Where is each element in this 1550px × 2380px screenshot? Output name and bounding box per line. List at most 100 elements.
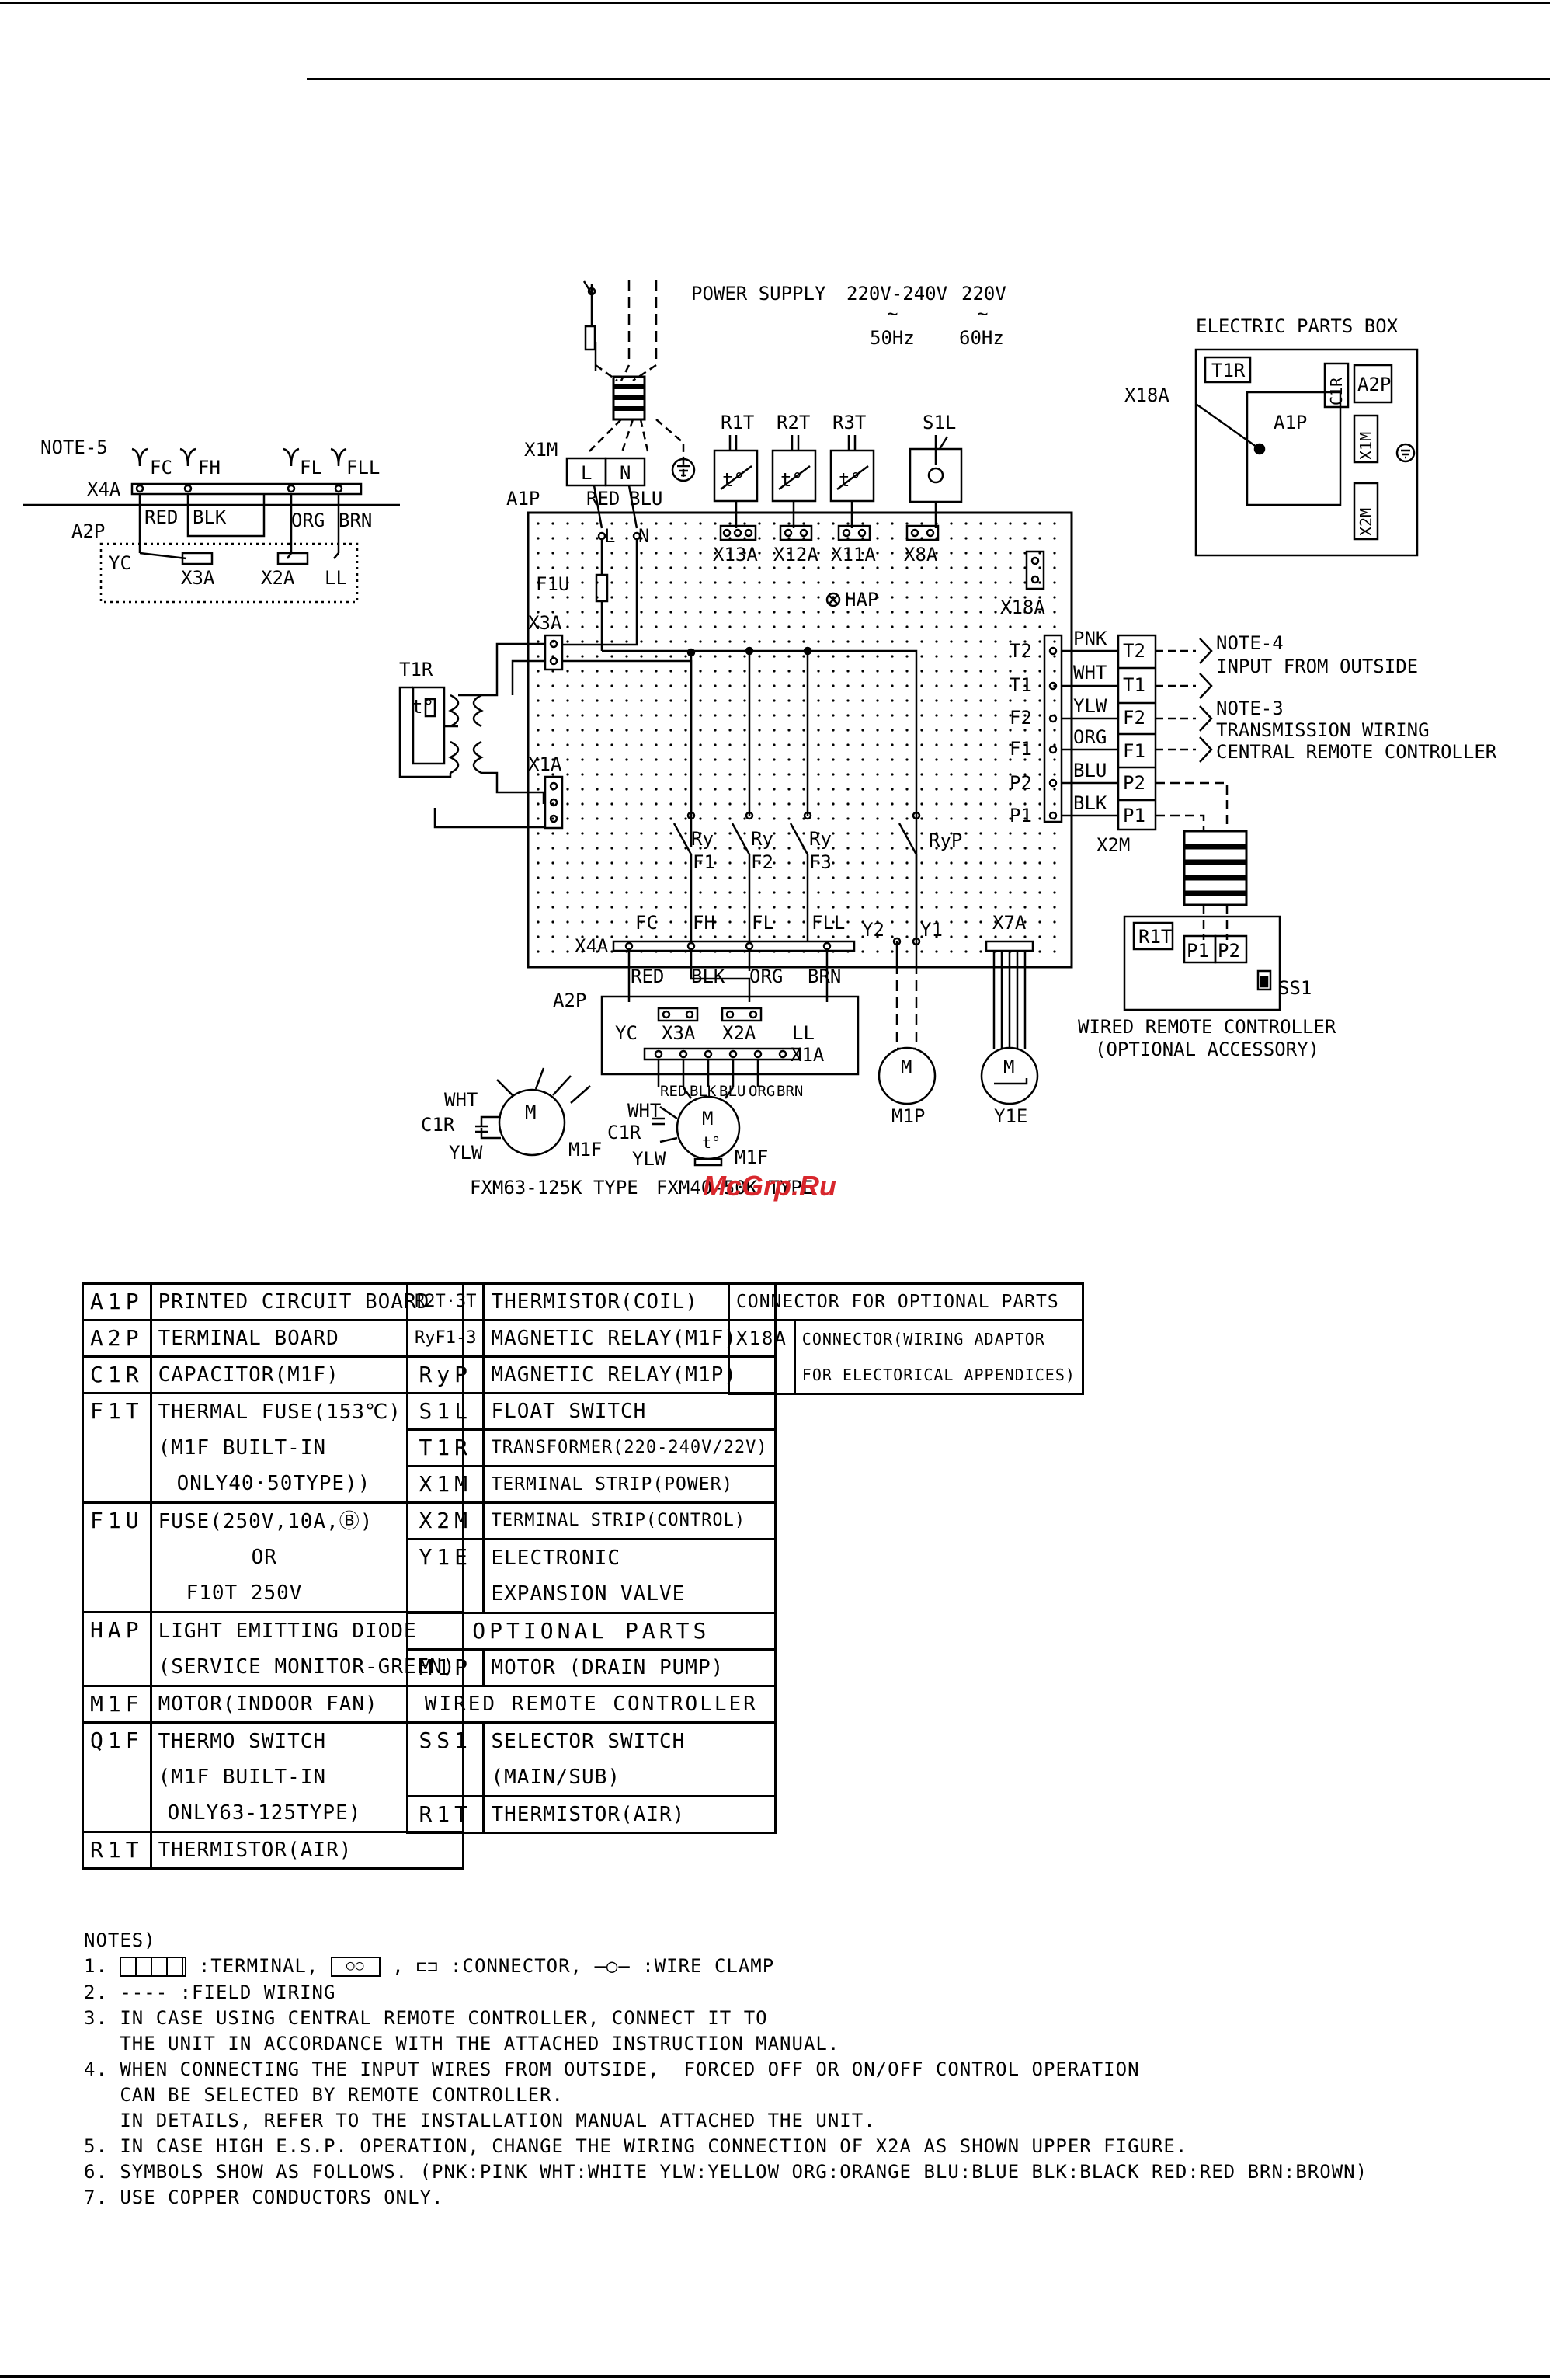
legend-desc: THERMISTOR(AIR) [482,1795,777,1834]
s1l-label: S1L [923,412,956,433]
r2t-label: R2T [777,412,810,433]
r1t-label: R1T [721,412,754,433]
epb-c1r: C1R [1327,377,1346,405]
note5-org: ORG [291,510,325,531]
note3-desc-1: TRANSMISSION WIRING [1216,719,1430,741]
epb-t1r: T1R [1211,360,1246,381]
mini-org: ORG [749,1083,775,1100]
ps-voltage-label: 220V-240V [846,283,947,304]
note-4-line-2: CAN BE SELECTED BY REMOTE CONTROLLER. [84,2084,564,2106]
legend-code: SS1 [405,1721,485,1797]
ps-voltage-60-label: 220V [961,283,1006,304]
ryf3-label: F3 [809,851,832,873]
x2m-t1: T1 [1123,674,1145,696]
x13a-label: X13A [713,544,758,565]
m1f-63-ylw: YLW [449,1142,483,1164]
x2m-f2: F2 [1123,707,1145,729]
legend-code: R1T [82,1831,152,1870]
note-6: 6. SYMBOLS SHOW AS FOLLOWS. (PNK:PINK WH… [84,2161,1368,2183]
note5-yc: YC [109,552,131,574]
earth-symbol [671,458,696,482]
m1f-40-label: M1F [735,1147,768,1168]
note-7: 7. USE COPPER CONDUCTORS ONLY. [84,2187,444,2208]
x8a-label: X8A [904,544,938,565]
wired-remote-controller [1123,915,1281,1011]
wrc-r1t-label: R1T [1138,926,1172,948]
note-5: 5. IN CASE HIGH E.S.P. OPERATION, CHANGE… [84,2135,1188,2157]
ps-freq-50-label: 50Hz [870,327,915,349]
legend-desc: TRANSFORMER(220-240V/22V) [482,1428,777,1467]
wire-blk: BLK [1073,792,1107,814]
note5-blk: BLK [193,506,227,528]
epb-a2p: A2P [1357,374,1391,395]
ryf1-contact [672,823,693,941]
legend-code: RyP [405,1355,485,1394]
legend-code: M1P [405,1648,485,1687]
note3-label: NOTE-3 [1216,698,1284,719]
x1m-n-label: N [620,462,631,484]
a2p-x1a: X1A [791,1044,825,1066]
note-4-line-1: 4. WHEN CONNECTING THE INPUT WIRES FROM … [84,2058,1140,2080]
x1m-n [604,457,646,487]
a2p-x2a: X2A [722,1022,756,1044]
x2m-f1: F1 [1123,740,1145,762]
mini-brn: BRN [777,1083,803,1100]
bottom-border [0,2375,1550,2378]
a2p-brn: BRN [808,966,841,987]
ryf3-ry: Ry [809,828,832,850]
pcb-t1: T1 [1010,674,1032,696]
legend-code: M1F [82,1685,152,1724]
wire-wht: WHT [1073,662,1107,684]
f1u-label: F1U [536,573,569,595]
hap-label: HAP [845,589,878,611]
wrc-title: WIRED REMOTE CONTROLLER [1078,1016,1336,1038]
m1f-40-temp: t° [702,1133,721,1152]
notes-title: NOTES) [84,1929,156,1951]
note5-a2p-board [99,542,359,604]
ryp-label: RyP [929,830,962,851]
y1e-valve [980,1046,1039,1105]
x1a-connector [544,775,564,830]
a2p-org: ORG [749,966,783,987]
watermark: McGrp.Ru [703,1170,837,1202]
legend-code: RyF1-3 [405,1319,485,1358]
m1p-label: M1P [891,1105,925,1127]
ryp-contact [898,823,918,941]
connector-title: CONNECTOR FOR OPTIONAL PARTS [728,1282,1084,1321]
a2p-ll: LL [792,1022,815,1044]
legend-desc: MAGNETIC RELAY(M1P) [482,1355,777,1394]
a2p-red: RED [631,966,664,987]
ryf2-label: F2 [751,851,773,873]
legend-row: OPTIONAL PARTS [406,1612,777,1651]
ryf1-label: F1 [693,851,715,873]
r2t-thermistor [771,435,817,528]
legend-section-optional: OPTIONAL PARTS [406,1612,777,1651]
epb-x2m: X2M [1357,508,1375,536]
note3-desc-2: CENTRAL REMOTE CONTROLLER [1216,741,1497,763]
r2t-symbol: t° [780,469,803,491]
ps-field-wires [627,280,658,365]
note5-fl: FL [300,457,322,478]
notes-block: NOTES) 1. :TERMINAL, ○○ , ⊏⊐ :CONNECTOR,… [84,1928,1404,2211]
legend-code: HAP [82,1611,152,1687]
legend-code: R1T [405,1795,485,1834]
legend-row: CONNECTOR FOR OPTIONAL PARTS [728,1282,1084,1321]
r1t-thermistor [713,435,759,528]
wire-blu-label: BLU [629,488,662,510]
note5-title: NOTE-5 [40,437,108,458]
mini-blu: BLU [719,1083,745,1100]
x7a-label: X7A [992,912,1027,934]
x4a-fl: FL [752,912,774,934]
wrc-subtitle: (OPTIONAL ACCESSORY) [1095,1039,1319,1060]
legend-desc: MOTOR (DRAIN PUMP) [482,1648,777,1687]
legend-code: X18A [728,1319,796,1395]
legend-row: SS1 SELECTOR SWITCH(MAIN/SUB) [405,1721,777,1797]
